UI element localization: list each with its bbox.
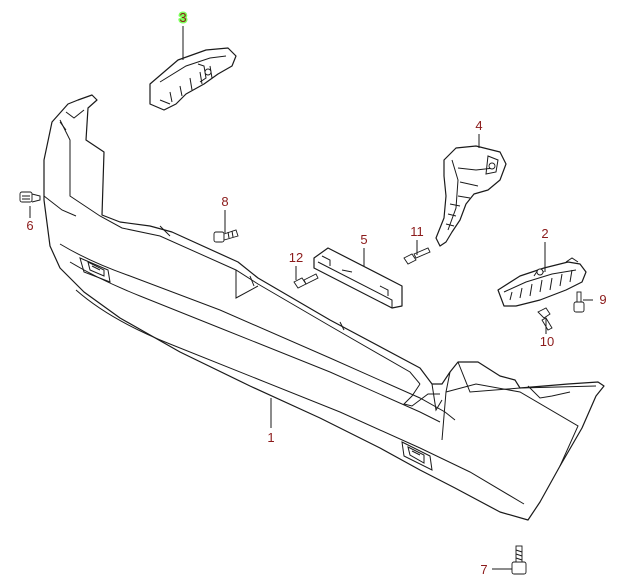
leader-lines: [29, 26, 593, 570]
callout-8: 8: [221, 194, 228, 209]
part-bracket-4[interactable]: [435, 145, 507, 247]
bolt-7[interactable]: [511, 545, 527, 575]
part-bumper-cover[interactable]: [43, 94, 605, 521]
callouts: 3 4 2 5 8 11 12 6 9 10 1 7: [26, 9, 606, 578]
callout-6: 6: [26, 218, 33, 233]
callout-10: 10: [540, 334, 554, 349]
callout-12: 12: [289, 250, 303, 265]
screw-12[interactable]: [293, 273, 319, 289]
callout-3: 3: [179, 10, 186, 25]
bolt-8[interactable]: [213, 229, 239, 243]
callout-1: 1: [267, 430, 274, 445]
right-reflector-slot: [401, 441, 433, 471]
screw-10[interactable]: [537, 307, 553, 331]
screw-11[interactable]: [403, 247, 431, 265]
part-bracket-2[interactable]: [497, 257, 587, 307]
callout-11: 11: [410, 224, 424, 239]
callout-9: 9: [599, 292, 606, 307]
bolt-9[interactable]: [573, 291, 585, 313]
left-reflector-slot: [79, 257, 111, 283]
callout-5: 5: [360, 232, 367, 247]
part-bracket-3[interactable]: [149, 47, 237, 111]
part-plate-5[interactable]: [313, 247, 403, 309]
callout-7: 7: [480, 562, 487, 577]
callout-2: 2: [541, 226, 548, 241]
clip-6[interactable]: [19, 191, 41, 203]
callout-4: 4: [475, 118, 482, 133]
